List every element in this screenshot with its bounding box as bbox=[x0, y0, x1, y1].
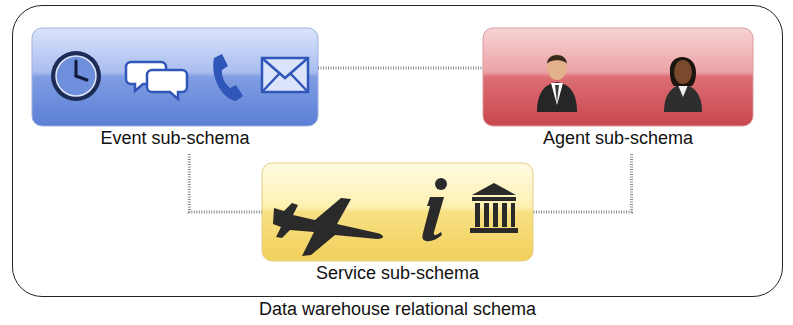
bank-icon bbox=[470, 183, 518, 233]
box-label: Agent sub-schema bbox=[483, 128, 753, 149]
service-box bbox=[262, 163, 533, 261]
event-box bbox=[32, 28, 318, 126]
sub-schema-box: Agent sub-schema bbox=[483, 28, 753, 152]
plane-icon bbox=[273, 198, 383, 256]
box-label: Service sub-schema bbox=[262, 263, 533, 284]
agent-box bbox=[483, 28, 753, 126]
clock-icon bbox=[51, 51, 101, 101]
woman-icon bbox=[664, 57, 702, 112]
phone-icon bbox=[213, 54, 243, 101]
man-icon bbox=[537, 54, 577, 112]
schema-frame: Data warehouse relational schemaEvent su… bbox=[12, 5, 783, 297]
sub-schema-box: Service sub-schema bbox=[262, 163, 533, 287]
dotted-connector bbox=[318, 67, 483, 70]
envelope-icon bbox=[262, 58, 308, 92]
info-icon bbox=[422, 178, 447, 241]
dotted-connector bbox=[189, 154, 262, 212]
box-label: Event sub-schema bbox=[32, 128, 318, 149]
chat-icon bbox=[126, 62, 187, 99]
dotted-connector bbox=[533, 154, 632, 212]
caption-text: Data warehouse relational schema bbox=[13, 299, 782, 320]
sub-schema-box: Event sub-schema bbox=[32, 28, 318, 152]
